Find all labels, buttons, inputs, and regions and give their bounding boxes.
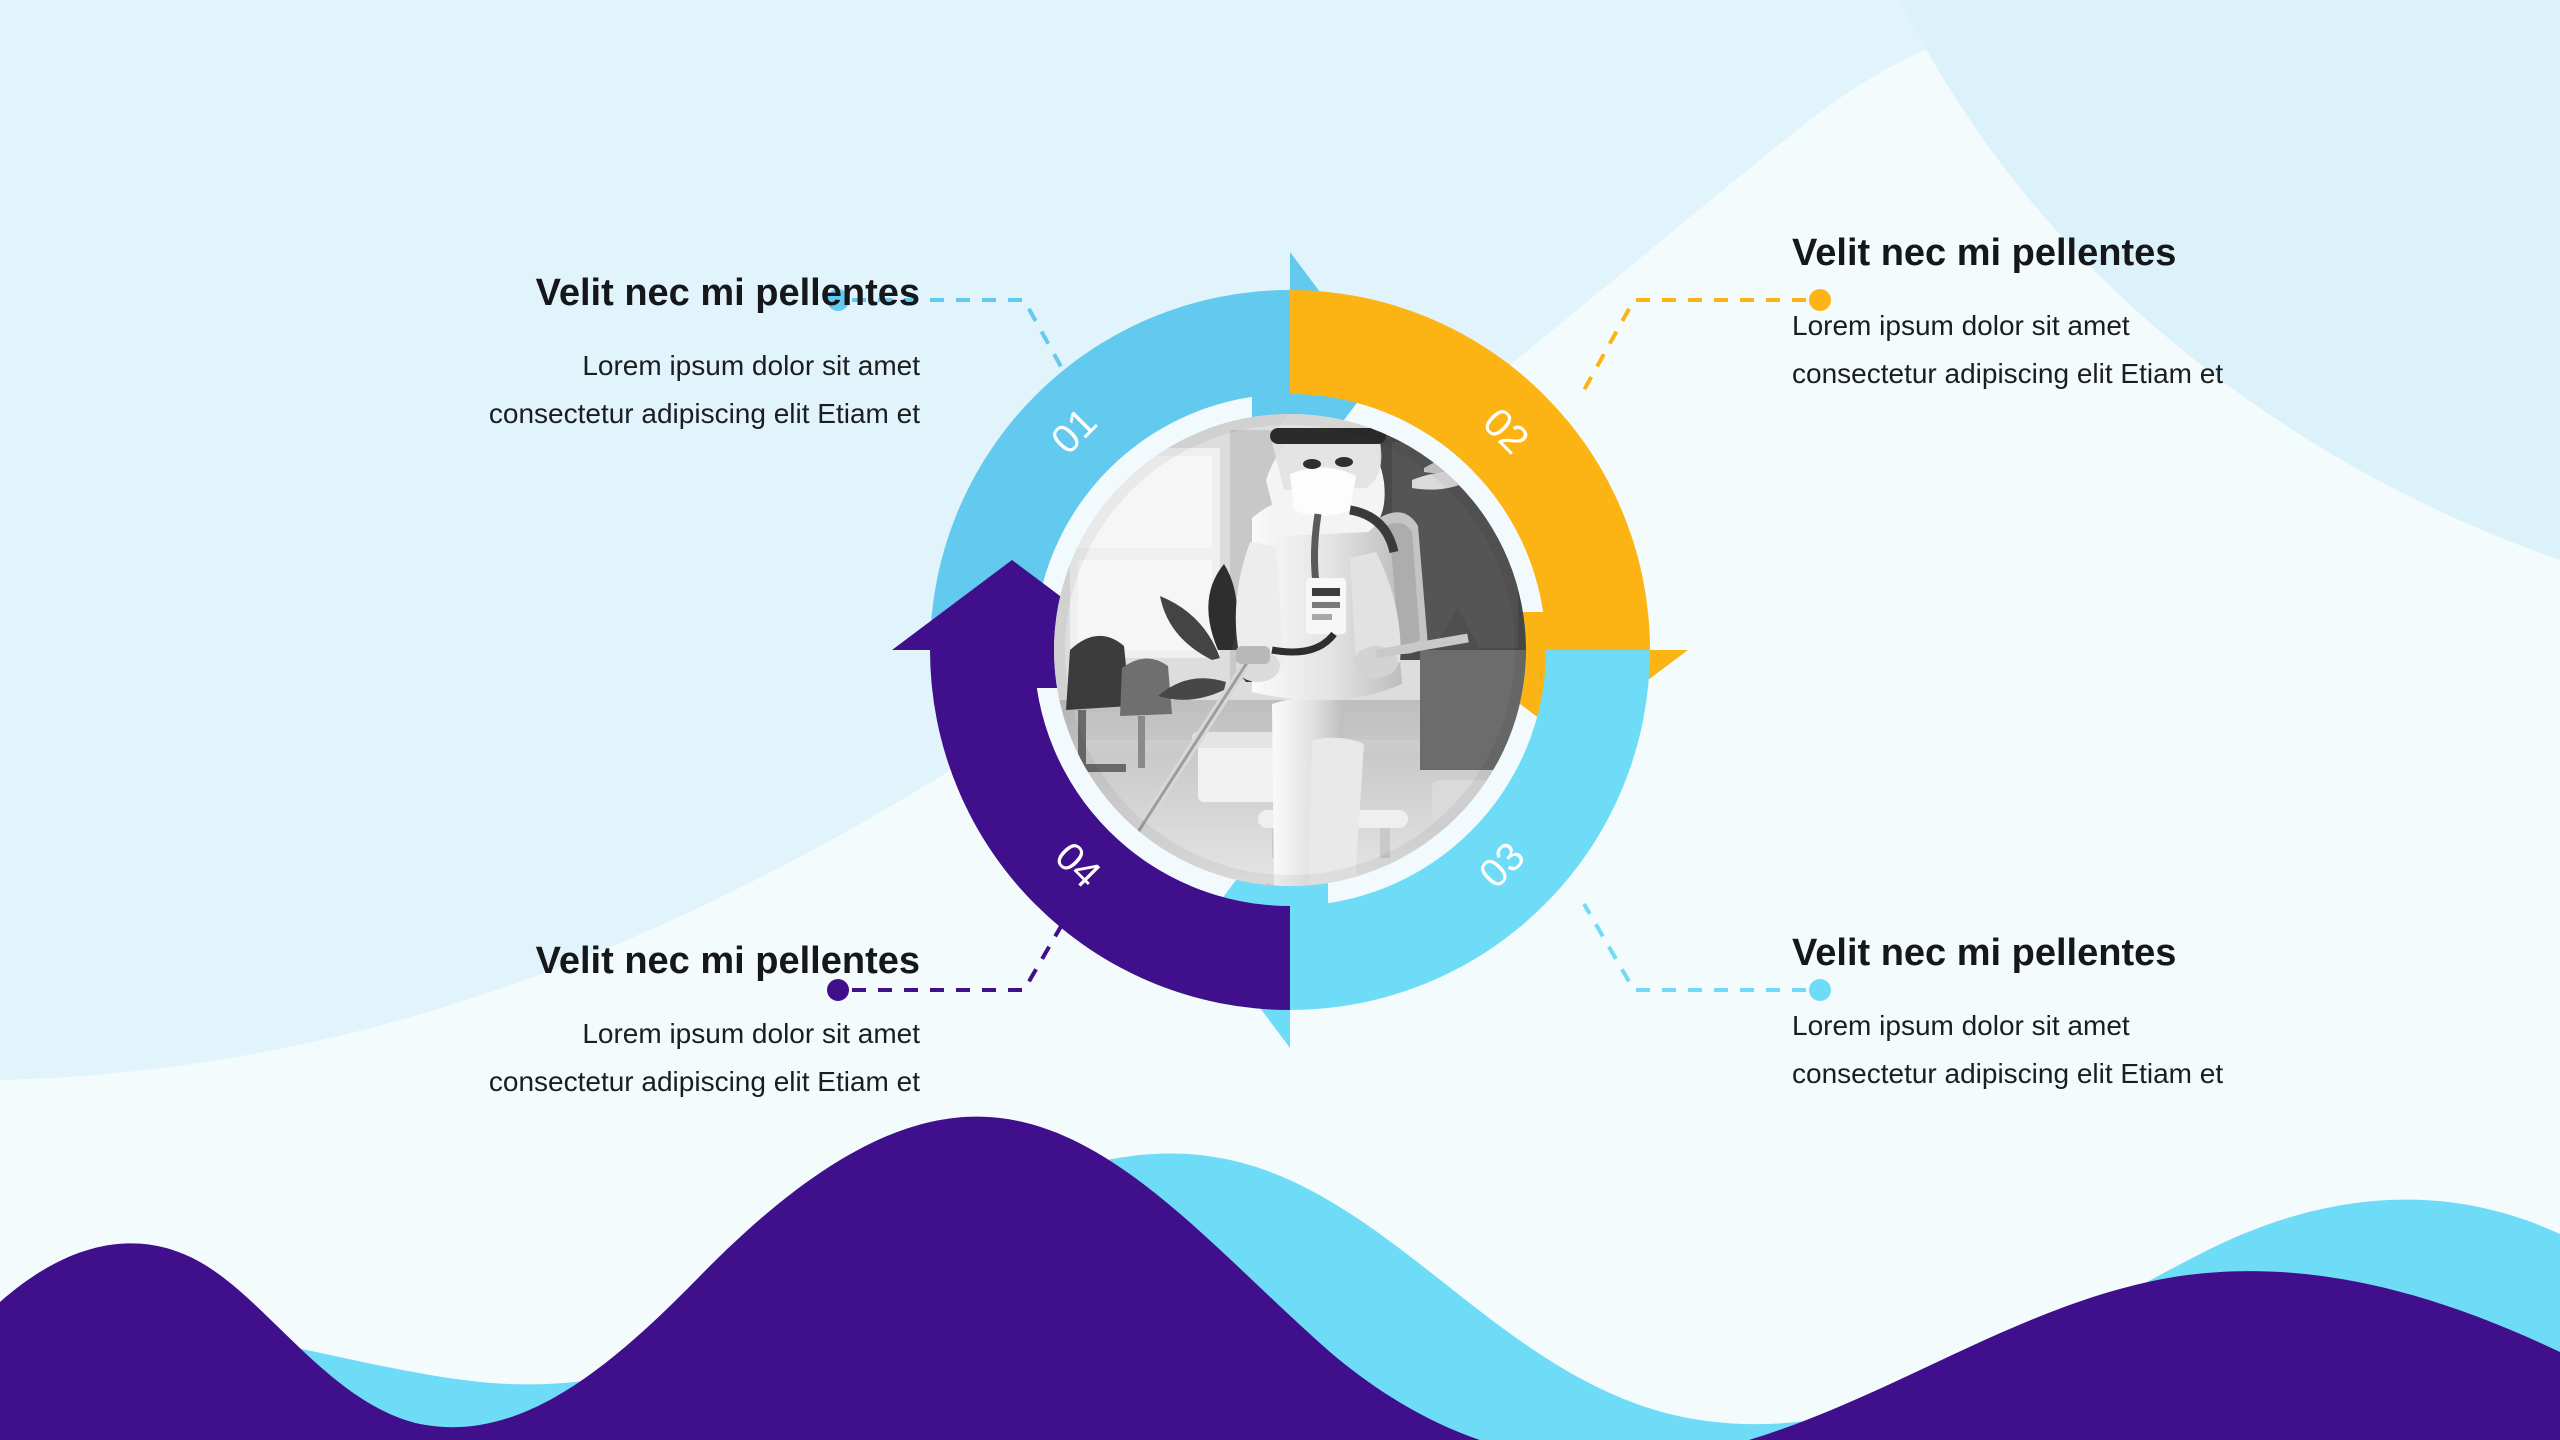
ppe-worker — [1116, 414, 1480, 886]
step-body-line-01b: consectetur adipiscing elit Etiam et — [488, 397, 920, 429]
connector-line-01 — [852, 298, 1076, 391]
step-text-block-01: Velit nec mi pellentes Lorem ipsum dolor… — [300, 272, 920, 438]
step-title-01: Velit nec mi pellentes — [535, 272, 920, 314]
cycle-diagram: 01 02 03 04 — [820, 180, 1760, 1120]
step-body-line-02b: consectetur adipiscing elit Etiam et — [1792, 357, 2224, 389]
segment-band-04 — [930, 650, 1290, 1010]
connector-line-02 — [1582, 298, 1806, 391]
connector-dot-01 — [827, 289, 849, 311]
step-body-line-04b: consectetur adipiscing elit Etiam et — [488, 1065, 920, 1097]
step-body-line-03b: consectetur adipiscing elit Etiam et — [1792, 1057, 2224, 1089]
step-body-line-01a: Lorem ipsum dolor sit amet — [582, 349, 920, 381]
connector-line-04 — [852, 902, 1076, 992]
connector-line-03 — [1582, 902, 1806, 992]
step-body-02: Lorem ipsum dolor sit amet consectetur a… — [1792, 302, 2412, 398]
segment-band-02 — [1290, 290, 1650, 650]
step-text-block-04: Velit nec mi pellentes Lorem ipsum dolor… — [300, 940, 920, 1106]
step-title-03: Velit nec mi pellentes — [1792, 932, 2177, 974]
connector-dot-03 — [1809, 979, 1831, 1001]
step-body-03: Lorem ipsum dolor sit amet consectetur a… — [1792, 1002, 2412, 1098]
connector-dot-02 — [1809, 289, 1831, 311]
connector-step-01 — [827, 289, 1088, 420]
connector-step-02 — [1570, 289, 1831, 420]
step-text-block-02: Velit nec mi pellentes Lorem ipsum dolor… — [1792, 232, 2412, 398]
connector-step-03 — [1570, 880, 1831, 1010]
connector-step-04 — [827, 880, 1088, 1010]
wave-cyan — [0, 1153, 2560, 1440]
connector-dot-04 — [827, 979, 849, 1001]
step-body-01: Lorem ipsum dolor sit amet consectetur a… — [300, 342, 920, 438]
step-title-04: Velit nec mi pellentes — [535, 940, 920, 982]
step-text-block-03: Velit nec mi pellentes Lorem ipsum dolor… — [1792, 932, 2412, 1098]
segment-band-03 — [1290, 650, 1650, 1010]
step-body-line-04a: Lorem ipsum dolor sit amet — [582, 1017, 920, 1049]
background-top-right-arc — [1900, 0, 2560, 560]
step-body-line-03a: Lorem ipsum dolor sit amet — [1792, 1009, 2130, 1041]
step-body-04: Lorem ipsum dolor sit amet consectetur a… — [300, 1010, 920, 1106]
segment-band-01 — [930, 290, 1290, 650]
step-title-02: Velit nec mi pellentes — [1792, 232, 2177, 274]
wave-purple — [0, 1116, 2560, 1440]
step-body-line-02a: Lorem ipsum dolor sit amet — [1792, 309, 2130, 341]
